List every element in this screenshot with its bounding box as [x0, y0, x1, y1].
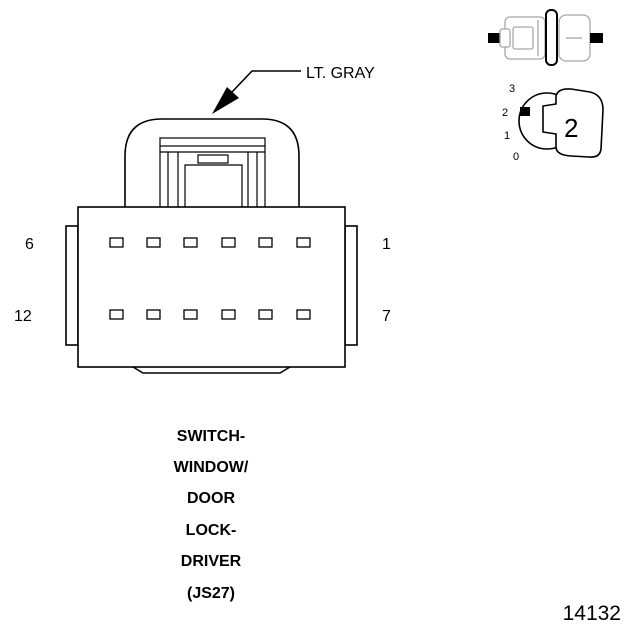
figure-number: 14132 [563, 602, 621, 625]
pin-6 [109, 237, 124, 248]
pin-10 [183, 309, 198, 320]
left-connector-half [499, 16, 546, 60]
pin-5 [146, 237, 161, 248]
pin-row-bottom [109, 309, 311, 320]
key-position-2: 2 [502, 107, 508, 119]
connector-housing [65, 118, 358, 374]
key-position-1: 1 [504, 130, 510, 142]
connector-body [77, 206, 346, 368]
pin-7 [296, 309, 311, 320]
bottom-tab [132, 366, 291, 374]
pin-12 [109, 309, 124, 320]
key-position-marker [520, 107, 530, 116]
key-position-3: 3 [509, 83, 515, 95]
color-callout: LT. GRAY [212, 65, 375, 114]
color-label: LT. GRAY [306, 65, 375, 82]
title-line: WINDOW/ [174, 459, 249, 476]
key-position-0: 0 [513, 151, 519, 163]
pin-label-bottom-left: 12 [14, 308, 32, 325]
latch-inner-box [184, 164, 243, 207]
leader-arrowhead [212, 87, 239, 114]
pin-4 [183, 237, 198, 248]
pin-3 [221, 237, 236, 248]
latch-mechanism [159, 137, 266, 207]
key-head [542, 88, 604, 158]
pin-label-bottom-right: 7 [382, 308, 391, 325]
right-connector-half [558, 14, 591, 62]
pin-label-top-right: 1 [382, 236, 391, 253]
pin-labels: 6 1 12 7 [14, 236, 391, 325]
title-line: DRIVER [181, 553, 242, 570]
connector-halves-icon [488, 9, 603, 66]
key-number: 2 [564, 113, 578, 143]
pin-label-top-left: 6 [25, 236, 34, 253]
pin-11 [146, 309, 161, 320]
pin-9 [221, 309, 236, 320]
pin-row-top [109, 237, 311, 248]
pin-2 [258, 237, 273, 248]
right-flange [344, 225, 358, 346]
leader-line [231, 70, 301, 93]
left-half-knob [499, 28, 511, 48]
connector-title: SWITCH- WINDOW/ DOOR LOCK- DRIVER (JS27) [174, 428, 249, 602]
left-terminal-marker [488, 33, 500, 43]
title-line: (JS27) [187, 585, 235, 602]
right-terminal-marker [590, 33, 603, 43]
connector-separator [545, 9, 558, 66]
title-line: DOOR [187, 490, 235, 507]
ignition-key-icon: 3 2 1 0 2 [502, 83, 604, 163]
latch-top-band [159, 137, 266, 147]
latch-tab [197, 154, 229, 164]
title-line: LOCK- [186, 522, 237, 539]
pin-8 [258, 309, 273, 320]
left-flange [65, 225, 79, 346]
left-half-slot [512, 26, 534, 50]
title-line: SWITCH- [177, 428, 245, 445]
pin-1 [296, 237, 311, 248]
